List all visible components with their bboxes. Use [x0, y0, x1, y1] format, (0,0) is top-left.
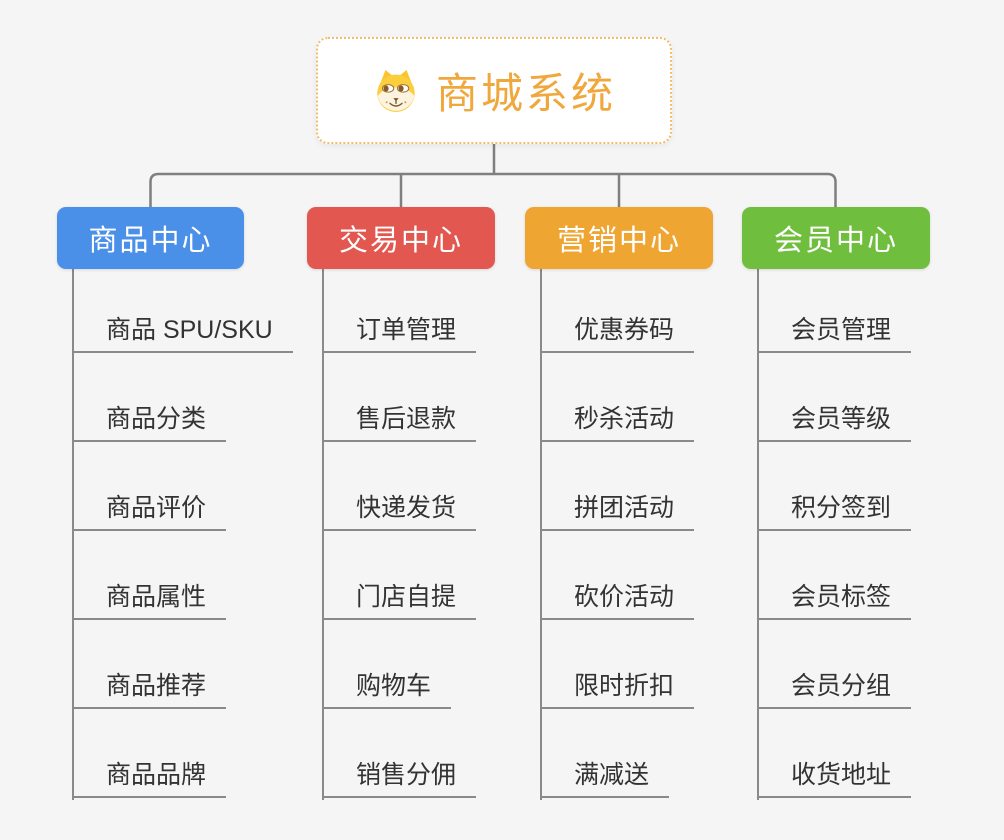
child-topic-sales-commission[interactable]: 销售分佣	[322, 752, 477, 798]
child-topic-product-category[interactable]: 商品分类	[72, 396, 227, 442]
child-topic-product-review[interactable]: 商品评价	[72, 485, 227, 531]
child-topic-full-reduction[interactable]: 满减送	[540, 752, 670, 798]
child-topic-store-pickup[interactable]: 门店自提	[322, 574, 477, 620]
child-topic-aftersale-refund[interactable]: 售后退款	[322, 396, 477, 442]
child-topic-bargain-activity[interactable]: 砍价活动	[540, 574, 695, 620]
child-topic-product-brand[interactable]: 商品品牌	[72, 752, 227, 798]
branch-node-product-center[interactable]: 商品中心	[57, 207, 244, 269]
child-topic-coupon-code[interactable]: 优惠券码	[540, 307, 695, 353]
branch-node-marketing-center[interactable]: 营销中心	[525, 207, 713, 269]
trunk-line-trade	[322, 269, 324, 800]
child-topic-group-buy[interactable]: 拼团活动	[540, 485, 695, 531]
child-topic-shipping-address[interactable]: 收货地址	[757, 752, 912, 798]
trunk-line-member	[757, 269, 759, 800]
trunk-line-product	[72, 269, 74, 800]
child-topic-flash-sale[interactable]: 秒杀活动	[540, 396, 695, 442]
child-topic-member-group[interactable]: 会员分组	[757, 663, 912, 709]
child-topic-points-checkin[interactable]: 积分签到	[757, 485, 912, 531]
child-topic-limited-time-discount[interactable]: 限时折扣	[540, 663, 695, 709]
trunk-line-marketing	[540, 269, 542, 800]
child-topic-product-attribute[interactable]: 商品属性	[72, 574, 227, 620]
child-topic-member-management[interactable]: 会员管理	[757, 307, 912, 353]
child-topic-member-tag[interactable]: 会员标签	[757, 574, 912, 620]
branch-node-trade-center[interactable]: 交易中心	[307, 207, 495, 269]
doge-face-icon	[377, 69, 415, 112]
branch-node-member-center[interactable]: 会员中心	[742, 207, 930, 269]
branch-rail-line	[149, 172, 837, 208]
child-topic-express-delivery[interactable]: 快递发货	[322, 485, 477, 531]
child-topic-member-level[interactable]: 会员等级	[757, 396, 912, 442]
child-topic-shopping-cart[interactable]: 购物车	[322, 663, 452, 709]
child-topic-order-management[interactable]: 订单管理	[322, 307, 477, 353]
child-topic-product-spu-sku[interactable]: 商品 SPU/SKU	[72, 307, 293, 353]
root-title: 商城系统	[435, 70, 616, 117]
root-node[interactable]: 商城系统	[316, 37, 672, 144]
child-topic-product-recommend[interactable]: 商品推荐	[72, 663, 227, 709]
